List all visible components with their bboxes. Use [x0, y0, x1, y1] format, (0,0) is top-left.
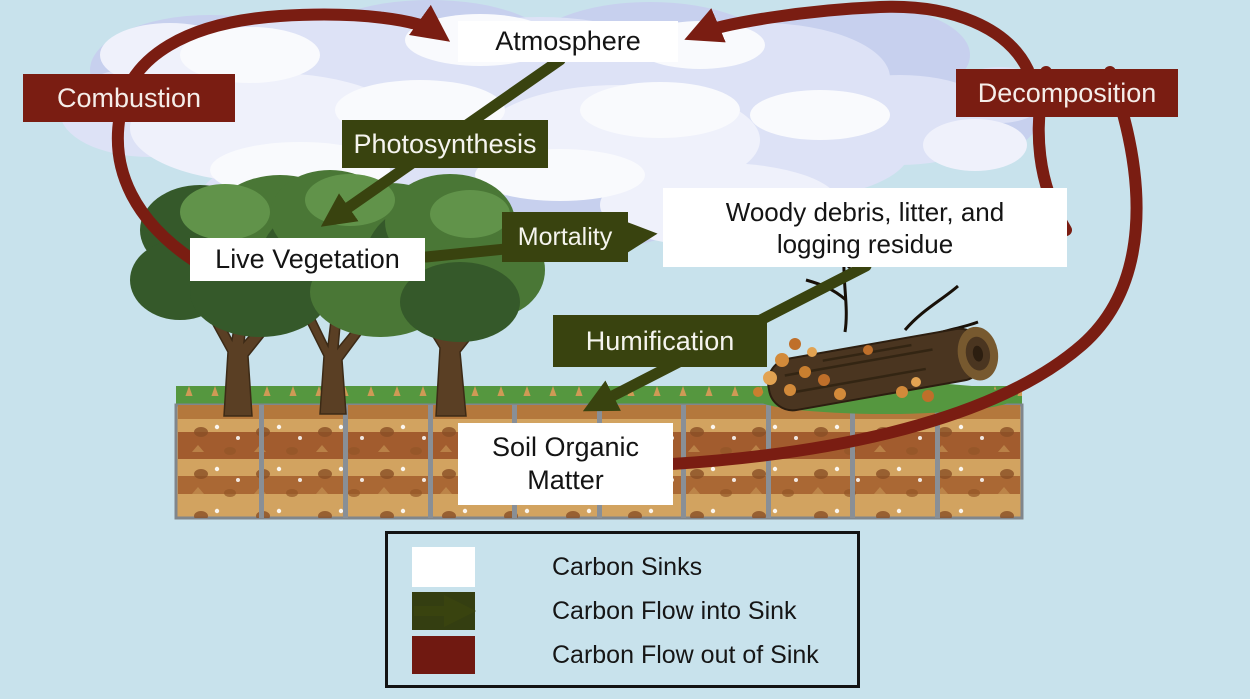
- legend-row-flow-into-sink: Carbon Flow into Sink: [412, 589, 843, 633]
- photosynthesis-label: Photosynthesis: [353, 128, 537, 159]
- atmosphere-label: Atmosphere: [495, 26, 641, 56]
- combustion-label: Combustion: [56, 82, 202, 113]
- woody-debris-label: Woody debris, litter, and logging residu…: [725, 196, 1005, 259]
- legend-label-carbon-sinks: Carbon Sinks: [552, 552, 703, 581]
- decomposition-label: Decomposition: [977, 77, 1157, 108]
- legend-row-flow-out-of-sink: Carbon Flow out of Sink: [412, 633, 843, 677]
- decomposition-process: Decomposition: [956, 69, 1178, 117]
- flow-out-of-sink-swatch: [412, 636, 475, 674]
- humification-process: Humification: [553, 315, 767, 367]
- legend: Carbon Sinks Carbon Flow into Sink Carbo…: [385, 531, 860, 688]
- atmosphere-node: Atmosphere: [458, 21, 678, 62]
- woody-debris-node: Woody debris, litter, and logging residu…: [663, 188, 1067, 267]
- carbon-sink-swatch: [412, 547, 475, 587]
- live-vegetation-node: Live Vegetation: [190, 238, 425, 281]
- combustion-process: Combustion: [23, 74, 235, 122]
- legend-row-carbon-sinks: Carbon Sinks: [412, 545, 843, 589]
- mortality-process: Mortality: [502, 212, 628, 262]
- soil-organic-matter-label: Soil Organic Matter: [491, 432, 640, 495]
- legend-label-flow-into-sink: Carbon Flow into Sink: [552, 596, 797, 625]
- live-vegetation-label: Live Vegetation: [215, 244, 400, 274]
- mortality-label: Mortality: [517, 222, 613, 251]
- flow-into-sink-arrow-icon: [414, 594, 477, 628]
- humification-label: Humification: [585, 325, 735, 356]
- decomposition-arrow-from-soil: [666, 66, 1143, 470]
- photosynthesis-process: Photosynthesis: [342, 120, 548, 168]
- combustion-arrow: [111, 4, 451, 268]
- legend-label-flow-out-of-sink: Carbon Flow out of Sink: [552, 640, 819, 669]
- decomposition-arrow-to-atmosphere: [684, 0, 1034, 76]
- soil-organic-matter-node: Soil Organic Matter: [458, 423, 673, 505]
